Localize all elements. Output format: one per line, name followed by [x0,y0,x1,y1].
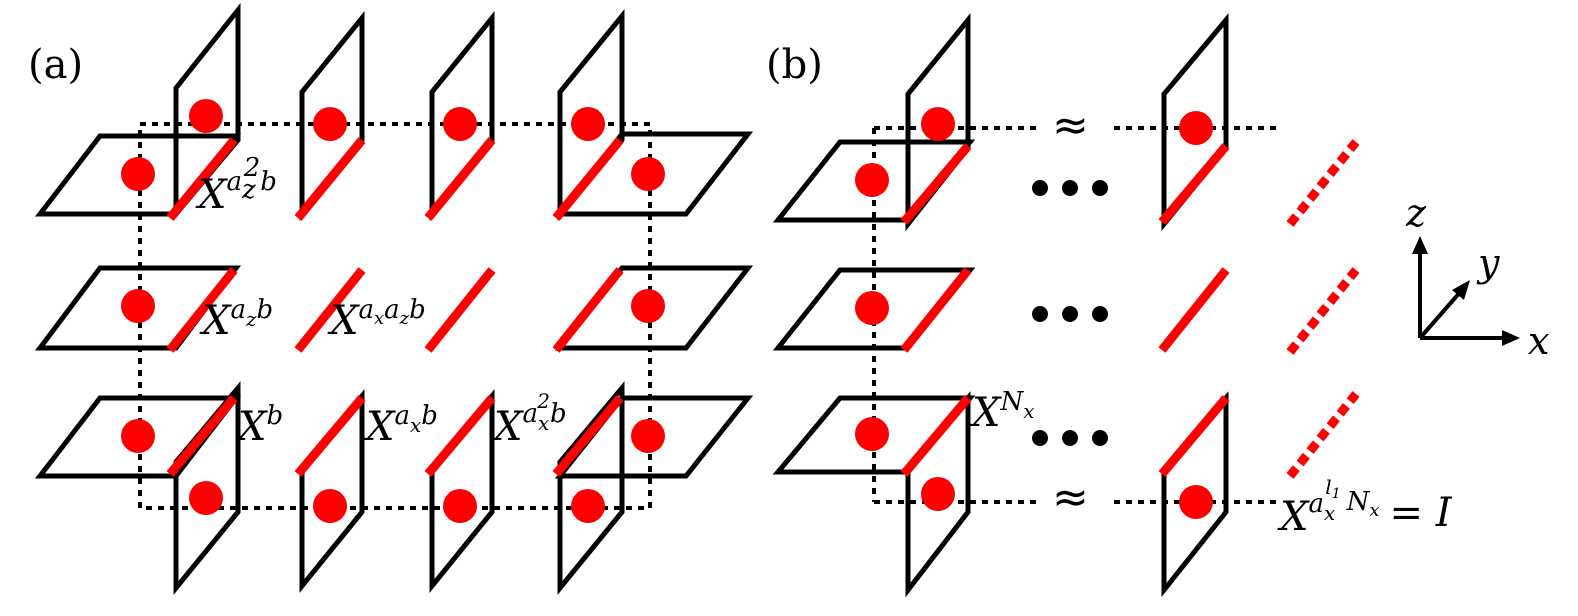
horizontal-plane [772,395,976,475]
op-x-nx: XNx [969,387,1035,436]
site-dot [571,489,605,523]
site-dot [631,419,665,453]
bond-edge [424,267,496,353]
horizontal-plane [35,265,241,351]
bond-edge [552,395,624,477]
ellipsis-dots [1032,180,1108,446]
bond-edge [294,395,366,477]
bond-edge [166,395,238,477]
bond-edge [294,267,366,353]
horizontal-plane [772,267,976,351]
bond-edge [424,137,496,221]
bond-edge [166,137,238,221]
x-arrowhead [1502,330,1520,346]
op-x-ax-b: Xaxb [363,401,438,450]
site-dot [313,489,347,523]
site-dot [121,157,155,191]
site-dot [631,289,665,323]
horizontal-plane [34,133,242,217]
y-axis [1418,288,1464,340]
horizontal-plane [772,139,976,223]
bond-edge [552,267,624,353]
panel-b-sites [855,107,1213,519]
site-dot [189,99,223,133]
bond-edge [166,267,238,353]
site-dot [121,289,155,323]
panel-a-sites [121,99,665,523]
site-dot [571,107,605,141]
coordinate-axes: z y x [1405,191,1549,363]
y-axis-label: y [1476,241,1500,285]
op-x-b: Xb [235,401,283,450]
approx-symbol-bottom: ≈ [1052,472,1089,523]
vertical-plane [557,8,625,221]
site-dot [631,157,665,191]
site-dot [189,481,223,515]
op-x-az-b: Xazb [199,295,273,344]
site-dot [121,419,155,453]
vertical-plane [557,381,625,596]
panel-a-label: (a) [28,42,83,88]
x-axis-label: x [1528,319,1549,363]
z-axis-label: z [1405,191,1427,235]
bond-edge [294,137,366,221]
approx-symbol-top: ≈ [1052,100,1089,151]
panel-a-bonds [166,137,624,477]
site-dot [443,107,477,141]
site-dot [443,489,477,523]
z-arrowhead [1412,236,1428,254]
y-arrowhead [1452,280,1470,300]
vertical-plane [173,2,241,221]
op-x-ax2-b: Xax2b [491,389,567,450]
panel-b-label: (b) [766,42,823,88]
op-x-az2-b: Xaz2b [195,153,277,218]
bond-edge [552,137,624,221]
panel-b-bonds [900,139,1360,479]
op-x-ax-az-b: Xaxazb [327,295,426,344]
site-dot [313,107,347,141]
bond-edge [424,395,496,477]
